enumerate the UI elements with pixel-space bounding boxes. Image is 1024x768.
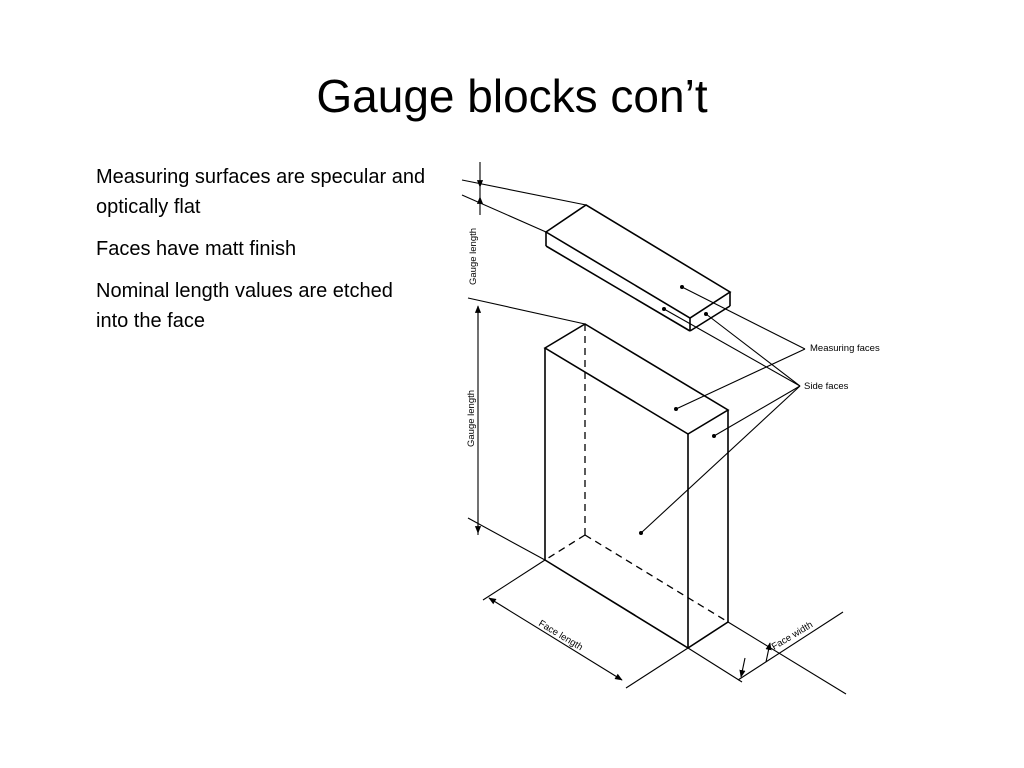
bullet-item: Nominal length values are etched into th… [96,280,393,332]
extension-lines [461,179,587,561]
slide-title: Gauge blocks con’t [316,70,708,122]
main-gauge-block [543,323,730,649]
hidden-edge-left [544,534,586,561]
gauge-length-main-label: Gauge length [466,390,477,447]
face-width-label: Face width [770,619,815,652]
face-length-label: Face length [536,618,584,653]
face-width-dimension: Face width [687,611,847,695]
thin-gauge-block [544,204,732,332]
side-faces-label: Side faces [804,381,849,392]
hidden-edge-right [584,534,729,623]
measuring-faces-leader: Measuring faces [674,285,880,411]
main-block-top-face [543,323,730,435]
gauge-length-main-dimension: Gauge length [466,305,482,535]
measuring-faces-label: Measuring faces [810,343,880,354]
gauge-length-top-dimension: Gauge length [468,162,484,285]
bullet-item: Measuring surfaces are specular and opti… [96,166,426,218]
gauge-block-diagram: Gauge length Gauge length Face length Fa… [461,162,880,695]
bullet-item: Faces have matt finish [96,238,297,260]
side-faces-leader: Side faces [639,307,849,535]
bullet-list: Measuring surfaces are specular and opti… [96,162,426,348]
gauge-length-top-label: Gauge length [468,228,479,285]
